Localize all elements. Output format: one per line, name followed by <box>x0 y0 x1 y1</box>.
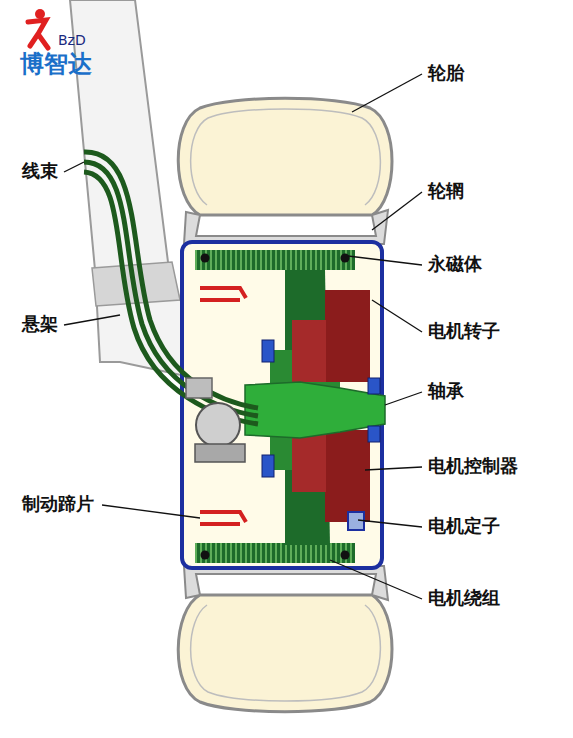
part-label: 悬架 <box>22 313 58 335</box>
part-label: 电机控制器 <box>428 455 518 477</box>
logo-icon <box>28 9 48 48</box>
part-label: 制动蹄片 <box>22 493 94 515</box>
part-label: 线束 <box>22 160 58 182</box>
part-label: 轮胎 <box>428 62 464 84</box>
part-label: 电机绕组 <box>428 587 500 609</box>
permanent-magnet <box>201 254 350 560</box>
watermark: 博智达 <box>20 50 92 79</box>
part-label: 轴承 <box>428 380 464 402</box>
part-label: 电机转子 <box>428 320 500 342</box>
part-label: 电机定子 <box>428 515 500 537</box>
watermark: BzD <box>58 32 86 49</box>
axle <box>245 382 385 438</box>
tyre <box>178 98 392 712</box>
bearing <box>262 340 380 477</box>
ball-joint <box>186 378 245 462</box>
leader-line <box>64 74 422 599</box>
part-label: 轮辋 <box>428 180 464 202</box>
part-label: 永磁体 <box>428 253 482 275</box>
wire-harness <box>84 152 258 424</box>
